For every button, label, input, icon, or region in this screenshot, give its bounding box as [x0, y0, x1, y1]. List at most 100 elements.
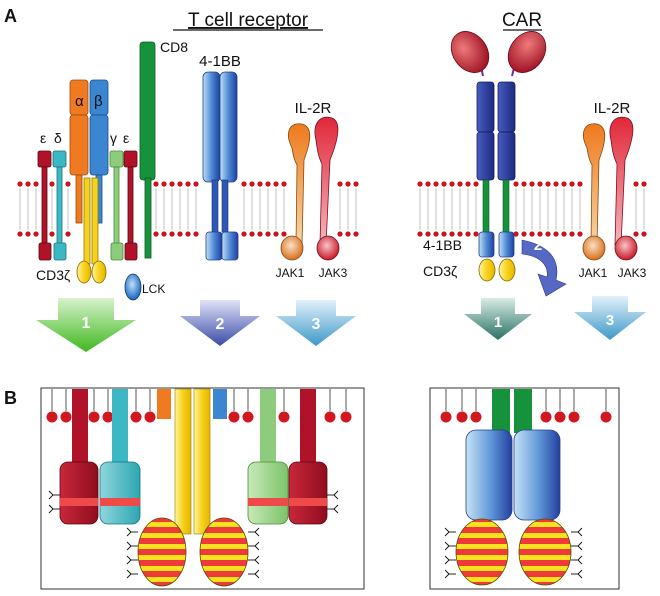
- zoom-car-cd8-transmembrane: [492, 389, 532, 433]
- zoom-car-cd3-zeta: [455, 518, 572, 586]
- lipid-head: [185, 231, 191, 237]
- cd3-delta: [52, 150, 67, 261]
- lipid-head: [521, 181, 527, 187]
- membrane-heads-zoom-car: [440, 389, 612, 423]
- lipid-head: [540, 411, 552, 423]
- lipid-head: [49, 181, 55, 187]
- lipid-head: [545, 181, 551, 187]
- jak3-label-tcr: JAK3: [319, 266, 348, 280]
- cd8-label: CD8: [160, 39, 188, 55]
- cd8-coreceptor: [139, 41, 156, 259]
- lipid-head: [353, 231, 359, 237]
- lipid-head: [465, 181, 471, 187]
- lipid-head: [144, 411, 156, 423]
- lipid-head: [265, 181, 271, 187]
- lipid-head: [417, 181, 423, 187]
- lipid-head: [600, 411, 612, 423]
- phosphorylation-marks: [48, 490, 583, 579]
- lipid-head: [569, 181, 575, 187]
- jak1-label-tcr: JAK1: [276, 266, 305, 280]
- lipid-head: [449, 231, 455, 237]
- jak1-kinase-tcr: [280, 235, 304, 261]
- zoom-cd3-epsilon-right: [288, 389, 328, 525]
- lipid-head: [554, 411, 566, 423]
- zoom-cd3-gamma: [247, 389, 289, 525]
- lipid-head: [470, 411, 482, 423]
- lipid-head: [177, 231, 183, 237]
- lipid-head: [441, 181, 447, 187]
- lipid-head: [249, 231, 255, 237]
- lipid-head: [273, 231, 279, 237]
- jak3-kinase-tcr: [316, 235, 340, 261]
- lipid-head: [33, 181, 39, 187]
- lipid-head: [241, 231, 247, 237]
- lipid-head: [440, 411, 452, 423]
- lipid-head: [345, 181, 351, 187]
- car-transmembrane-cd8: [482, 179, 510, 233]
- lipid-head: [441, 231, 447, 237]
- beta-label: β: [94, 93, 103, 110]
- signal-number-1-tcr: 1: [82, 315, 91, 332]
- itam-zeta-left: [137, 517, 187, 587]
- il2r-label-car: IL-2R: [594, 100, 631, 117]
- lipid-head: [249, 181, 255, 187]
- car-title: CAR: [502, 10, 542, 31]
- lipid-head: [257, 231, 263, 237]
- cell-membrane-tcr: [17, 181, 359, 237]
- lipid-head: [537, 181, 543, 187]
- il2r-label-tcr: IL-2R: [295, 100, 332, 117]
- car-cd3-zeta-domain: [478, 258, 516, 282]
- signal-number-2-tcr: 2: [216, 316, 225, 333]
- signal-arrow-3-tcr: 3: [276, 300, 356, 346]
- tcr-alpha-chain: [69, 79, 89, 224]
- lipid-head: [88, 411, 100, 423]
- zoom-cd3-epsilon-left: [59, 389, 99, 525]
- lipid-head: [433, 181, 439, 187]
- lipid-head: [577, 231, 583, 237]
- panel-a-letter: A: [4, 6, 17, 26]
- lipid-head: [633, 181, 639, 187]
- lipid-head: [561, 181, 567, 187]
- lipid-head: [425, 231, 431, 237]
- cd3-epsilon-left: [37, 150, 52, 261]
- cd3-epsilon-right: [123, 150, 138, 261]
- lipid-head: [433, 231, 439, 237]
- signal-arrow-1-tcr: 1: [36, 298, 136, 352]
- lipid-head: [553, 231, 559, 237]
- lipid-head: [25, 231, 31, 237]
- lipid-head: [257, 181, 263, 187]
- lipid-head: [161, 181, 167, 187]
- tcr-title: T cell receptor: [188, 10, 309, 31]
- zoom-tcr-beta-stub: [213, 389, 227, 419]
- lipid-head: [521, 231, 527, 237]
- epsilon-right-label: ε: [123, 130, 129, 146]
- lipid-head: [241, 181, 247, 187]
- lipid-head: [568, 411, 580, 423]
- signal-number-2-car: 2: [534, 237, 542, 254]
- lipid-head: [60, 411, 72, 423]
- panel-b-letter: B: [4, 388, 17, 408]
- delta-label: δ: [54, 130, 62, 146]
- four1bb-label-tcr: 4-1BB: [199, 53, 241, 70]
- lipid-head: [529, 181, 535, 187]
- lipid-head: [242, 411, 254, 423]
- lipid-head: [337, 231, 343, 237]
- lipid-head: [281, 231, 287, 237]
- lipid-head: [102, 411, 114, 423]
- lipid-head: [265, 231, 271, 237]
- lipid-head: [641, 231, 647, 237]
- lipid-head: [273, 181, 279, 187]
- jak1-label-car: JAK1: [579, 266, 608, 280]
- itam-car-right: [518, 518, 572, 586]
- cd3-zeta-label-tcr: CD3ζ: [36, 267, 70, 283]
- car-four1bb-domain: [478, 231, 515, 258]
- signal-arrow-2-car: 2: [521, 237, 567, 297]
- zoom-car-four1bb: [465, 429, 561, 521]
- lipid-head: [561, 231, 567, 237]
- jak3-label-car: JAK3: [618, 266, 647, 280]
- lipid-head: [513, 181, 519, 187]
- lipid-head: [457, 231, 463, 237]
- lipid-head: [425, 181, 431, 187]
- il2r-receptor-car: [583, 116, 634, 246]
- cd3-zeta-label-car: CD3ζ: [423, 263, 457, 279]
